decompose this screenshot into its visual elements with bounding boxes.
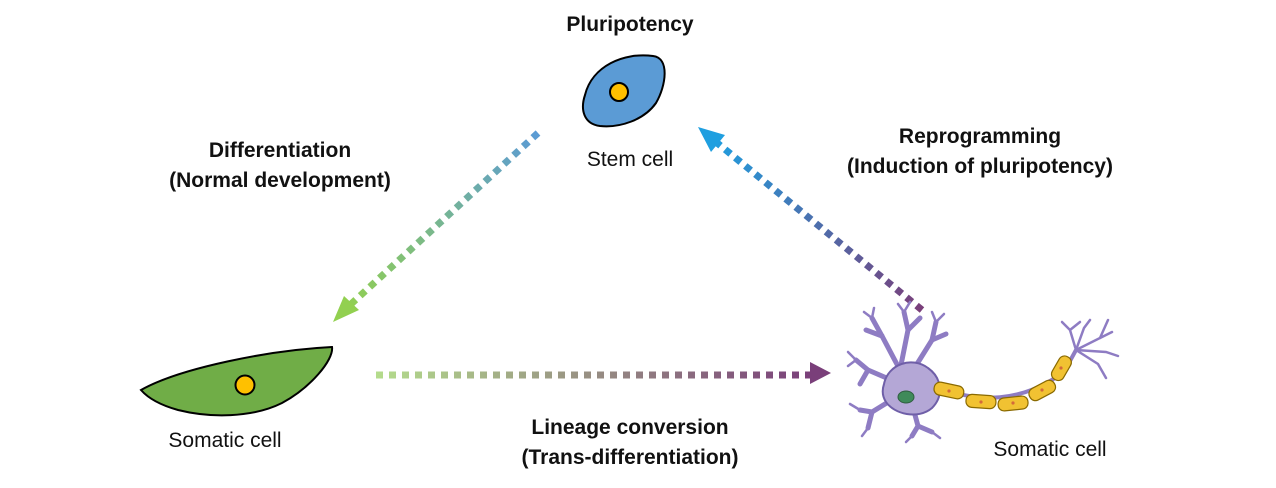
somatic-cell-left-label: Somatic cell: [168, 429, 282, 452]
differentiation-label-line2: (Normal development): [169, 169, 391, 192]
stem-cell-icon: [581, 54, 666, 128]
reprogramming-label-line1: Reprogramming: [898, 125, 1062, 148]
somatic-cell-right-label: Somatic cell: [993, 438, 1107, 461]
lineage-conversion-label-line1: Lineage conversion: [531, 416, 729, 439]
lineage-conversion-label-line2: (Trans-differentiation): [521, 446, 739, 469]
reprogramming-arrow: [698, 127, 925, 313]
lineage-conversion-arrow: [376, 362, 831, 384]
differentiation-arrow: [333, 130, 541, 322]
neuron-cell-icon: [846, 300, 1120, 444]
diagram-title: Pluripotency: [566, 13, 694, 36]
reprogramming-label-line2: (Induction of pluripotency): [847, 155, 1113, 178]
lineage-conversion-label: Lineage conversion (Trans-differentiatio…: [470, 413, 790, 473]
reprogramming-label: Reprogramming (Induction of pluripotency…: [820, 122, 1140, 182]
differentiation-label-line1: Differentiation: [208, 139, 352, 162]
stem-cell-label: Stem cell: [586, 148, 674, 171]
somatic-cell-left-icon: [139, 345, 334, 417]
differentiation-label: Differentiation (Normal development): [130, 136, 430, 196]
